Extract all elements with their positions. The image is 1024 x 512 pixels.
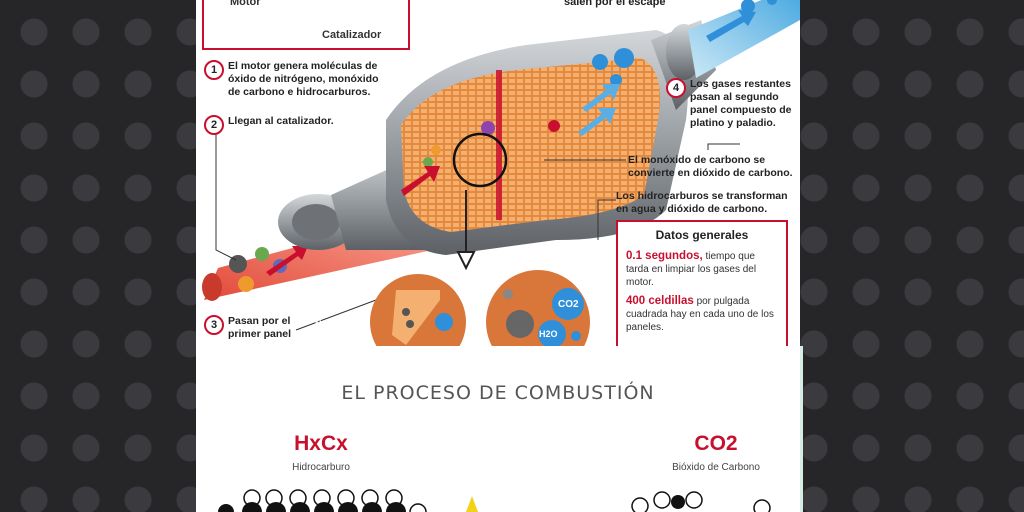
molecule-blue	[571, 331, 581, 341]
step-number: 4	[666, 78, 686, 98]
detail-circle-first-panel	[370, 274, 466, 346]
datos-highlight: 400 celdillas	[626, 295, 694, 307]
datos-highlight: 0.1 segundos,	[626, 250, 703, 262]
flow-arrow-icon	[582, 84, 620, 112]
car-location-box: Motor Catalizador	[202, 0, 410, 50]
escape-label: salen por el escape	[564, 0, 666, 8]
step-1: 1 El motor genera moléculas de óxido de …	[204, 60, 384, 99]
molecule-blue	[610, 74, 622, 86]
hydrocarbon-molecule	[229, 255, 247, 273]
note-carbon-monoxide: El monóxido de carbono se convierte en d…	[628, 154, 793, 179]
molecule-blue	[592, 54, 608, 70]
panel-divider	[496, 70, 502, 220]
motor-label: Motor	[230, 0, 261, 8]
step-text: El motor genera moléculas de óxido de ni…	[228, 60, 379, 98]
molecule-gray	[406, 320, 414, 328]
zoom-down-arrow	[456, 190, 476, 271]
hydrocarbon-formula: HxCx	[294, 432, 348, 455]
co2-caption: Bióxido de Carbono	[672, 462, 760, 473]
step-4: 4 Los gases restantes pasan al segundo p…	[666, 78, 792, 130]
datos-text: por pulgada cuadrada hay en cada uno de …	[626, 296, 774, 333]
flow-arrow-icon	[578, 108, 616, 136]
molecule-green	[423, 157, 433, 167]
flow-arrow-icon	[706, 10, 756, 42]
hydrocarbon-molecule-chain	[218, 489, 427, 512]
intake-opening	[202, 273, 222, 301]
nox-label: NOx	[315, 319, 334, 329]
h2o-label: H2O	[539, 329, 558, 339]
flow-arrow-icon	[266, 246, 308, 276]
converter-illustration	[202, 0, 800, 346]
co2-molecule-group	[631, 491, 771, 512]
reaction-spark-icon	[466, 496, 478, 512]
molecule-orange	[238, 276, 254, 292]
nox-molecule	[506, 310, 534, 338]
detail-circle-second-panel	[486, 270, 590, 346]
step-number: 2	[204, 115, 224, 135]
molecule-blue	[767, 0, 777, 5]
combustion-title: EL PROCESO DE COMBUSTIÓN	[341, 382, 655, 404]
molecule-purple	[481, 121, 495, 135]
molecule-diagram	[218, 489, 771, 512]
datos-item: 400 celdillas por pulgada cuadrada hay e…	[626, 295, 778, 334]
step-text: Llegan al catalizador.	[228, 115, 334, 127]
zoom-circle	[452, 132, 508, 188]
molecule-blue	[614, 48, 634, 68]
h2o-molecule	[538, 320, 566, 346]
molecule-orange	[431, 145, 441, 155]
molecule-blue	[435, 313, 453, 331]
catalizador-label: Catalizador	[322, 29, 382, 41]
datos-generales-box: Datos generales 0.1 segundos, tiempo que…	[616, 220, 788, 346]
step-number: 1	[204, 60, 224, 80]
molecule-blue	[741, 0, 755, 13]
datos-text: tiempo que tarda en limpiar los gases de…	[626, 251, 757, 288]
datos-title: Datos generales	[655, 228, 749, 242]
molecule-gray	[402, 308, 410, 316]
step-number: 3	[204, 315, 224, 335]
step-3: 3 Pasan por el primer panel	[204, 315, 304, 341]
datos-item: 0.1 segundos, tiempo que tarda en limpia…	[626, 250, 778, 289]
step-text: Pasan por el primer panel	[228, 315, 292, 340]
step-text: Los gases restantes pasan al segundo pan…	[690, 78, 792, 129]
hydrocarbon-caption: Hidrocarburo	[292, 462, 350, 473]
molecule-red	[548, 120, 560, 132]
flow-arrow-icon	[401, 166, 440, 196]
co2-formula: CO2	[694, 432, 738, 455]
molecule-gray	[503, 289, 513, 299]
step-2: 2 Llegan al catalizador.	[204, 115, 384, 135]
note-hydrocarbons: Los hidrocarburos se transforman en agua…	[616, 190, 788, 215]
exhaust-pipe	[688, 0, 800, 78]
molecule-green	[255, 247, 269, 261]
callout-lines	[215, 132, 740, 331]
co2-label: CO2	[558, 299, 579, 310]
inlet-flange-hole	[292, 204, 340, 240]
combustion-process-panel: EL PROCESO DE COMBUSTIÓN HxCx Hidrocarbu…	[196, 346, 803, 512]
co2-molecule	[552, 288, 584, 320]
converter-body	[386, 30, 688, 255]
catalytic-converter-infographic: NOx CO2 H2O Motor Catalizador salen por …	[196, 0, 800, 346]
